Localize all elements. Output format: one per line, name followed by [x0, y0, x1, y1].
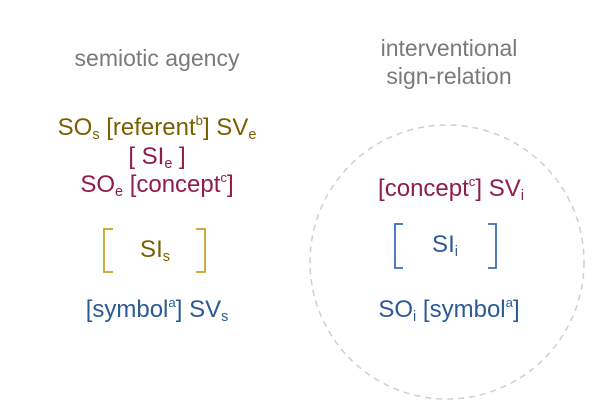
object-sign-s: SO [57, 114, 93, 141]
concept-footnote-left: c [220, 170, 228, 186]
symbol-footnote-left: a [168, 295, 176, 311]
bracket-right-si-i [488, 223, 497, 269]
interpretant-s-label: SI [140, 236, 163, 263]
interpretant-e-sub: e [164, 156, 173, 173]
interpretant-e-open: [ SI [128, 143, 165, 170]
symbol-term-right: [symbol [422, 296, 506, 323]
concept-line-right: [conceptc] SVi [378, 174, 524, 205]
referent-close: ] [202, 114, 210, 141]
symbol-footnote-right: a [505, 295, 513, 311]
vehicle-sign-s: SV [189, 296, 222, 323]
interventional-circle [309, 124, 585, 400]
symbol-close-right: ] [512, 296, 520, 323]
interpretant-i-sub: i [454, 244, 458, 261]
bracket-right-si-s [196, 228, 206, 273]
object-sign-s-sub: s [92, 127, 100, 144]
vehicle-sign-i: SV [488, 175, 521, 202]
symbol-term-left: [symbol [85, 296, 169, 323]
referent-footnote: b [195, 113, 203, 129]
interpretant-s: SIs [140, 236, 170, 266]
symbol-line-right: SOi [symbola] [378, 295, 520, 326]
concept-line-left: SOe [conceptc] [80, 170, 234, 201]
interpretant-i-label: SI [432, 231, 455, 258]
interpretant-i: SIi [432, 231, 458, 261]
concept-term-right: [concept [378, 175, 469, 202]
concept-term-left: [concept [129, 171, 221, 198]
object-sign-e-sub: e [115, 184, 124, 201]
interpretant-s-sub: s [162, 249, 170, 266]
left-panel-title: semiotic agency [74, 45, 240, 71]
vehicle-sign-s-sub: s [221, 309, 229, 326]
concept-footnote-right: c [468, 174, 476, 190]
bracket-left-si-i [394, 223, 403, 269]
bracket-left-si-s [103, 228, 113, 273]
symbol-close-left: ] [175, 296, 183, 323]
referent-term: [referent [106, 114, 196, 141]
interpretant-e-line: [ SIe ] [128, 143, 186, 173]
concept-close-right: ] [475, 175, 483, 202]
interpretant-e-close: ] [172, 143, 186, 170]
concept-close-left: ] [227, 171, 234, 198]
right-panel-title-line1: interventional [380, 35, 518, 61]
right-panel-title-line2: sign-relation [386, 63, 512, 89]
object-sign-i-sub: i [413, 309, 417, 326]
referent-line: SOs [referentb] SVe [57, 113, 257, 144]
object-sign-i: SO [378, 296, 414, 323]
vehicle-sign-i-sub: i [520, 188, 524, 205]
vehicle-sign-e: SV [216, 114, 249, 141]
object-sign-e: SO [80, 171, 115, 198]
symbol-line-left: [symbola] SVs [85, 295, 229, 326]
vehicle-sign-e-sub: e [248, 127, 257, 144]
